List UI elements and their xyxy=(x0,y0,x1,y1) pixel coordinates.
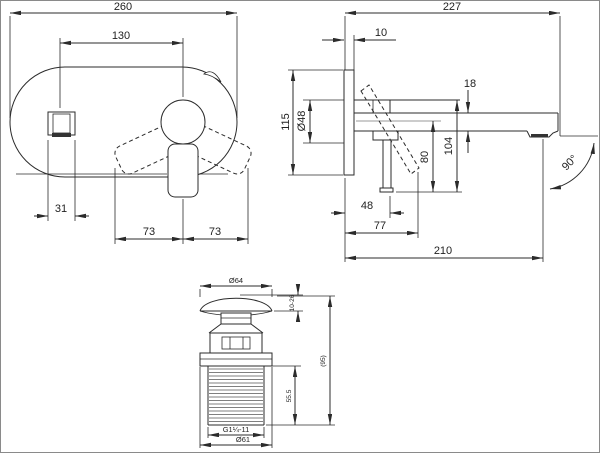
front-handle-hub xyxy=(160,99,206,145)
dim-body-diameter: Ø48 xyxy=(296,100,313,143)
dim-cap-diameter-label: Ø64 xyxy=(229,276,243,285)
dim-center-spacing: 130 xyxy=(59,30,184,108)
drain-body xyxy=(209,332,263,354)
dim-cap-diameter: Ø64 xyxy=(199,276,273,297)
dim-drain-height-label: (95) xyxy=(320,355,327,367)
dim-spout-thickness: 18 xyxy=(464,78,476,153)
dim-overall-width-label: 260 xyxy=(114,1,132,13)
dim-spout-reach: 210 xyxy=(345,139,544,262)
dim-plate-thickness: 10 xyxy=(322,27,396,70)
dim-top-to-handle-label: 104 xyxy=(443,137,455,155)
front-view: 260 130 31 73 73 xyxy=(9,1,343,244)
dim-overall-depth: 227 xyxy=(344,1,561,136)
drain-thread xyxy=(207,366,265,426)
dim-spout-reach-label: 210 xyxy=(434,245,452,257)
spout-aerator xyxy=(531,134,548,137)
dim-drain-height: (95) xyxy=(266,295,335,426)
dim-swing-right-label: 73 xyxy=(209,226,221,238)
dim-plate-height: 115 xyxy=(280,69,343,176)
dim-drain-diameter-label: Ø61 xyxy=(236,435,250,444)
dim-drain-diameter: Ø61 xyxy=(199,367,273,448)
dim-handle-reach-label: 77 xyxy=(374,220,386,232)
dim-vertical-drops: 104 80 xyxy=(396,100,462,193)
dim-cap-travel: 10-26 xyxy=(240,284,303,322)
drain-view: Ø64 xyxy=(199,276,335,448)
dim-spout-width-label: 31 xyxy=(55,203,67,215)
dim-overall-width: 260 xyxy=(9,1,238,118)
front-spout-outlet xyxy=(47,111,76,137)
dim-overall-depth-label: 227 xyxy=(443,1,461,13)
side-handle xyxy=(360,84,420,193)
dim-handle-rotation-label: 90° xyxy=(560,153,580,173)
dim-handle-reach: 77 xyxy=(345,172,419,238)
drain-cap xyxy=(199,297,273,316)
dim-handle-offset: 48 xyxy=(331,178,404,262)
side-view: 227 10 Ø48 18 104 80 xyxy=(296,1,598,262)
dim-thread-spec: G1¼-11 xyxy=(207,425,265,438)
dim-plate-height-label: 115 xyxy=(280,113,292,131)
dim-center-spacing-label: 130 xyxy=(112,30,130,42)
dim-cap-travel-label: 10-26 xyxy=(289,294,296,311)
side-wall-plate xyxy=(343,69,355,176)
side-handle-dashed xyxy=(360,84,420,175)
dim-swing-left-label: 73 xyxy=(143,226,155,238)
dim-body-diameter-label: Ø48 xyxy=(296,111,308,132)
dim-center-to-handle-label: 80 xyxy=(419,151,431,163)
dim-handle-offset-label: 48 xyxy=(361,200,373,212)
dim-handle-swing: 73 73 xyxy=(114,168,249,244)
front-handle-lever xyxy=(167,143,199,198)
plate-mounting-tab xyxy=(202,71,222,83)
dim-spout-width: 31 xyxy=(34,140,89,221)
drain-stem xyxy=(220,312,252,325)
dim-thread-spec-label: G1¼-11 xyxy=(223,425,250,434)
dim-thread-length-label: 55.5 xyxy=(286,389,293,402)
dim-spout-thickness-label: 18 xyxy=(464,78,476,90)
dim-handle-rotation: 90° xyxy=(549,135,598,190)
dim-thread-length: 55.5 xyxy=(272,365,301,425)
drain-flange xyxy=(199,352,273,367)
dim-plate-thickness-label: 10 xyxy=(375,27,387,39)
